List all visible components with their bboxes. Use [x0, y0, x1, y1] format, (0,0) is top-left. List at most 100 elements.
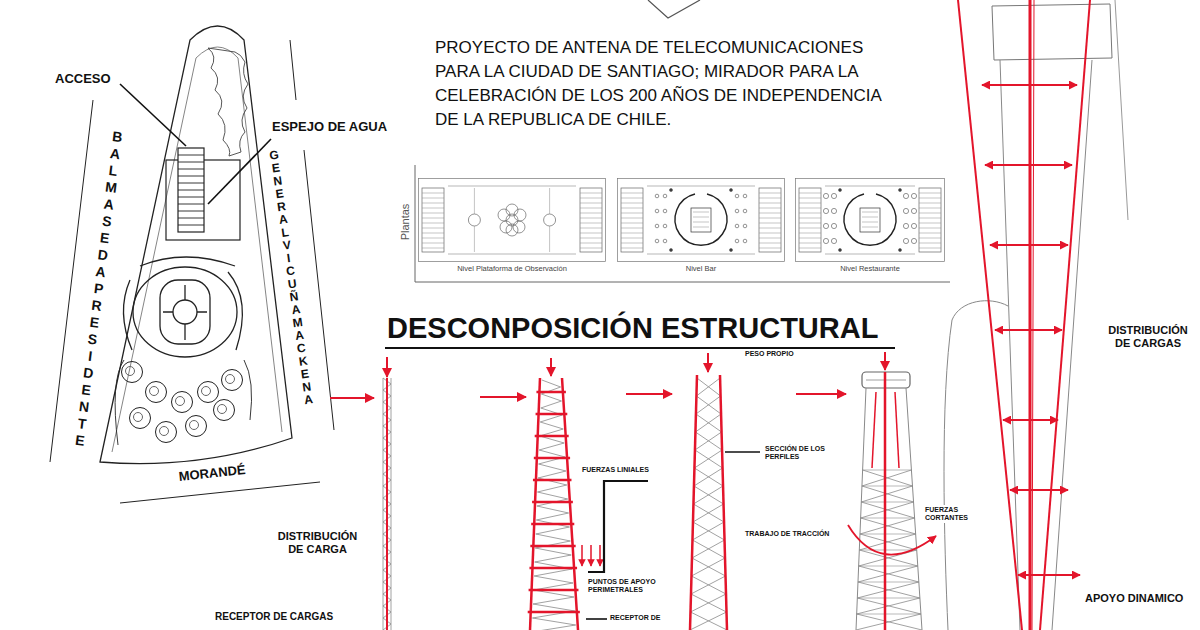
floor-plan — [899, 189, 902, 192]
tree-symbols — [122, 362, 243, 443]
tower-elevation — [1029, 0, 1032, 630]
floor-plan — [759, 188, 781, 252]
site-plan — [173, 300, 197, 324]
site-plan — [50, 26, 334, 503]
floor-plan — [796, 179, 945, 262]
force-label: RECEPTOR DE — [610, 614, 660, 622]
floor-plan — [823, 223, 828, 228]
sketch-line — [448, 254, 576, 255]
plans-axis — [415, 282, 950, 283]
sketch-line — [919, 208, 941, 209]
sketch-line — [540, 415, 562, 422]
plan-frame: Nivel Restaurante — [795, 178, 945, 275]
tree-symbols — [126, 367, 135, 376]
sketch-line — [580, 243, 602, 244]
sketch-line — [539, 443, 564, 450]
floor-plan — [903, 208, 908, 213]
sketch-line — [529, 567, 577, 570]
tower-sketch — [528, 378, 580, 630]
sketch-line — [647, 254, 755, 255]
sketch-line — [759, 203, 781, 204]
heading-underline — [385, 347, 895, 349]
sketch-line — [690, 612, 727, 630]
tree-symbols — [186, 416, 207, 437]
sketch-line — [759, 233, 781, 234]
sketch-line — [799, 213, 821, 214]
sketch-line — [759, 223, 781, 224]
sketch-line — [857, 598, 920, 614]
sketch-line — [696, 414, 722, 432]
tree-symbols — [150, 387, 159, 396]
floor-plan — [903, 193, 908, 198]
sketch-line — [528, 611, 580, 614]
floor-plan — [618, 179, 785, 262]
sketch-line — [692, 558, 726, 576]
site-plan — [160, 280, 210, 344]
sketch-line — [862, 486, 914, 502]
load-arrow — [1010, 489, 1068, 491]
sketch-line — [422, 218, 444, 219]
sketch-line — [858, 566, 918, 582]
sketch-line — [621, 213, 643, 214]
access-stairs — [178, 148, 204, 232]
floor-plan — [419, 179, 606, 262]
floor-plan — [743, 224, 747, 228]
load-arrow — [990, 244, 1068, 246]
tower-sketch — [856, 372, 922, 630]
sketch-line — [537, 506, 569, 513]
tower-elevation — [992, 4, 1112, 60]
sketch-line — [919, 228, 941, 229]
load-label: DISTRIBUCIÓN DE CARGA — [270, 530, 365, 555]
tower-elevation — [1032, 0, 1034, 630]
sketch-line — [693, 227, 709, 228]
sketch-line — [858, 582, 920, 598]
sketch-line — [178, 176, 204, 177]
floor-plan — [580, 188, 602, 252]
load-label: DISTRIBUCIÓN DE CARGAS — [1102, 324, 1194, 349]
load-arrow — [1003, 419, 1058, 421]
sketch-line — [825, 254, 915, 255]
floor-plan — [919, 188, 941, 252]
sketch-line — [759, 193, 781, 194]
force-label: PUNTOS DE APOYO PERIMETRALES — [588, 578, 660, 594]
sketch-line — [621, 228, 643, 229]
sketch-line — [580, 218, 602, 219]
sketch-line — [422, 228, 444, 229]
sketch-line — [541, 394, 561, 401]
sketch-line — [621, 218, 643, 219]
sketch-line — [693, 222, 709, 223]
floor-plan — [823, 238, 828, 243]
sketch-line — [860, 534, 916, 535]
sketch-line — [799, 203, 821, 204]
sketch-line — [621, 223, 643, 224]
sketch-line — [863, 470, 913, 486]
sketch-mark — [648, 0, 700, 18]
sketch-line — [720, 375, 727, 630]
plan-caption: Nivel Bar — [617, 265, 785, 274]
sketch-line — [696, 378, 720, 396]
tower-elevation — [944, 301, 1008, 630]
sketch-line — [919, 243, 941, 244]
site-plan — [100, 26, 292, 464]
load-arrow — [1018, 574, 1080, 576]
sketch-line — [690, 612, 727, 630]
tower-elevation — [1000, 60, 1020, 630]
sketch-line — [422, 203, 444, 204]
load-arrow — [982, 85, 1080, 575]
floor-plan — [663, 224, 667, 228]
sketch-line — [536, 534, 571, 541]
tree-symbols — [176, 397, 185, 406]
sketch-line — [537, 492, 567, 499]
sketch-line — [178, 218, 204, 219]
sketch-line — [693, 504, 724, 522]
sketch-line — [695, 432, 722, 450]
site-plan — [123, 280, 132, 350]
sketch-line — [759, 243, 781, 244]
sketch-line — [178, 211, 204, 212]
street-name: GENERAL VICUÑA MACKENA — [268, 148, 315, 407]
sketch-line — [906, 388, 922, 630]
sketch-line — [549, 188, 550, 214]
floor-plan — [743, 239, 747, 243]
sketch-line — [799, 243, 821, 244]
floor-plan — [903, 223, 908, 228]
